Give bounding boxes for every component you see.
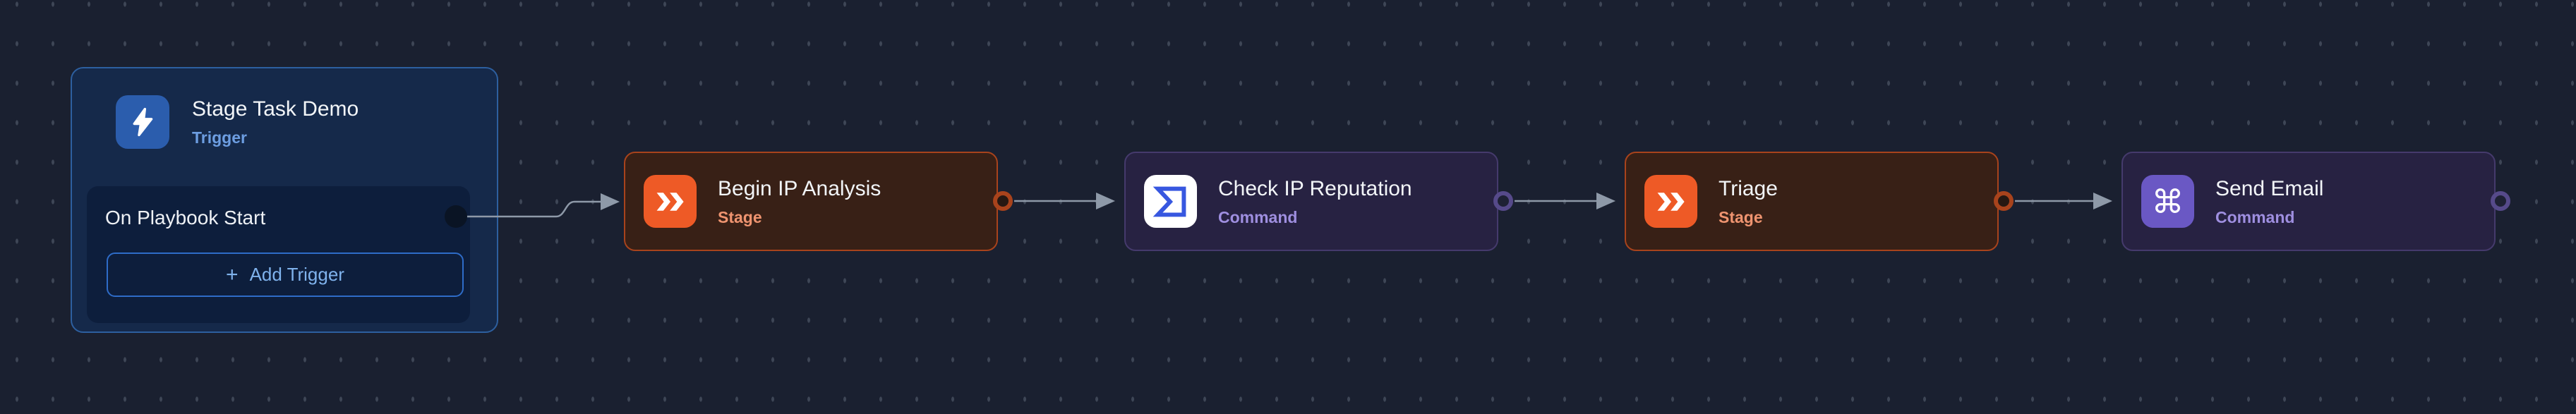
trigger-card-title: Stage Task Demo [192, 97, 359, 121]
trigger-card[interactable]: Stage Task Demo Trigger On Playbook Star… [71, 67, 498, 333]
node-type-label: Stage [718, 207, 762, 226]
command-key-icon: ⌘ [2141, 175, 2194, 228]
add-trigger-button[interactable]: + Add Trigger [107, 252, 464, 297]
node-check-ip-reputation[interactable]: Check IP Reputation Command [1124, 152, 1498, 251]
lightning-bolt-icon [116, 95, 169, 149]
output-port-begin-ip-analysis[interactable] [993, 191, 1013, 211]
trigger-card-type-label: Trigger [192, 128, 247, 147]
output-port-send-email[interactable] [2491, 191, 2510, 211]
node-triage[interactable]: Triage Stage [1625, 152, 1999, 251]
node-title: Send Email [2215, 176, 2324, 200]
double-chevron-icon [644, 175, 697, 228]
node-title: Check IP Reputation [1218, 176, 1412, 200]
node-type-label: Stage [1719, 207, 1763, 226]
node-title: Triage [1719, 176, 1778, 200]
node-type-label: Command [2215, 207, 2295, 226]
node-type-label: Command [1218, 207, 1298, 226]
trigger-card-header: Stage Task Demo Trigger [72, 68, 497, 149]
trigger-list-panel: On Playbook Start + Add Trigger [87, 186, 470, 323]
double-chevron-icon [1644, 175, 1697, 228]
trigger-output-port[interactable] [445, 205, 467, 228]
add-trigger-button-label: Add Trigger [249, 264, 344, 285]
node-send-email[interactable]: ⌘ Send Email Command [2121, 152, 2496, 251]
trigger-row-on-playbook-start[interactable]: On Playbook Start [105, 207, 266, 229]
node-begin-ip-analysis[interactable]: Begin IP Analysis Stage [624, 152, 998, 251]
plus-icon: + [226, 262, 239, 286]
output-port-check-ip-reputation[interactable] [1493, 191, 1513, 211]
output-port-triage[interactable] [1994, 191, 2014, 211]
node-title: Begin IP Analysis [718, 176, 881, 200]
sigma-icon [1144, 175, 1197, 228]
